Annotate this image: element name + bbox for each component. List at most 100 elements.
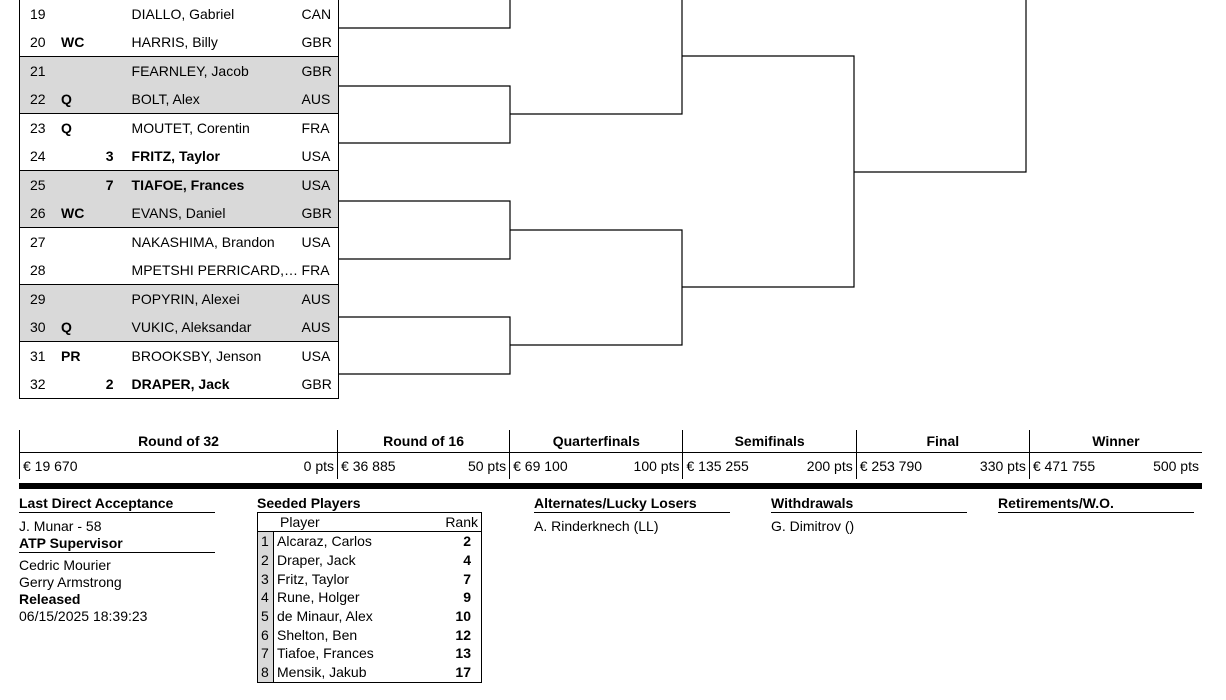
entry-status: Q	[61, 313, 98, 342]
seed-number: 8	[257, 662, 274, 682]
seeded-player-rank: 10	[455, 608, 471, 625]
seed-number	[97, 284, 118, 313]
entry-status	[61, 56, 98, 85]
seed-number: 3	[257, 569, 274, 589]
prize-money-value: € 135 255	[686, 458, 749, 474]
entry-status	[61, 284, 98, 313]
draw-number: 29	[19, 284, 62, 313]
draw-number: 32	[30, 376, 46, 392]
draw-number: 25	[19, 170, 62, 199]
acceptance-block: Last Direct Acceptance J. Munar - 58 ATP…	[19, 495, 215, 625]
seeded-player-name: Alcaraz, Carlos	[277, 533, 372, 550]
seed-number: 4	[257, 588, 274, 607]
released-label: Released	[19, 591, 81, 607]
bracket-r16-b	[339, 85, 511, 144]
player-country: USA	[301, 148, 331, 164]
seed-number	[97, 85, 118, 114]
draw-number: 27	[19, 227, 62, 256]
entry-status: WC	[61, 199, 98, 228]
player-country: USA	[301, 341, 339, 370]
prize-round-label: Quarterfinals	[509, 430, 683, 453]
seed-number: 6	[257, 625, 274, 645]
last-direct-acceptance-value: J. Munar - 58	[19, 518, 102, 534]
player-name: BROOKSBY, Jenson	[117, 341, 302, 370]
seed-number: 7	[257, 644, 274, 663]
retirements-block: Retirements/W.O.	[998, 495, 1194, 513]
player-country: USA	[301, 170, 339, 199]
bracket-r16-c	[339, 200, 511, 260]
seeded-player-rank: 2	[463, 533, 471, 550]
withdrawal-item: G. Dimitrov ()	[771, 518, 855, 534]
supervisor-name: Cedric Mourier	[19, 557, 111, 573]
draw-number: 22	[19, 85, 62, 114]
alternate-item: A. Rinderknech (LL)	[534, 518, 659, 534]
seed-number: 1	[257, 531, 274, 551]
bracket-r16-a	[339, 0, 511, 29]
seeded-player-rank: 12	[455, 626, 471, 643]
retirements-heading: Retirements/W.O.	[998, 495, 1194, 513]
seeds-col-player: Player	[257, 512, 438, 532]
draw-number: 31	[19, 341, 62, 370]
prize-money-value: € 36 885	[341, 458, 396, 474]
prize-round-label: Round of 16	[337, 430, 510, 453]
draw-number: 26	[19, 199, 62, 228]
player-name: FEARNLEY, Jacob	[117, 56, 302, 85]
player-country: AUS	[301, 85, 339, 114]
ranking-points-value: 330 pts	[979, 458, 1026, 474]
seeded-player-rank: 4	[463, 552, 471, 569]
divider-rule	[19, 483, 1202, 489]
prize-round-label: Final	[855, 430, 1030, 453]
player-country: GBR	[301, 199, 339, 228]
last-direct-acceptance-heading: Last Direct Acceptance	[19, 495, 215, 513]
player-country: FRA	[301, 113, 339, 142]
player-country: AUS	[301, 284, 339, 313]
seed-number: 2	[105, 376, 114, 392]
seeded-player-name: de Minaur, Alex	[277, 608, 373, 625]
player-name: NAKASHIMA, Brandon	[117, 227, 302, 256]
seed-number: 7	[97, 170, 118, 199]
seeded-player-name: Draper, Jack	[277, 552, 356, 569]
bracket-r16-d	[339, 316, 511, 375]
draw-number: 24	[30, 148, 46, 164]
player-name: BOLT, Alex	[117, 85, 302, 114]
player-country: CAN	[301, 6, 332, 22]
player-country: GBR	[301, 34, 332, 50]
seed-number	[97, 313, 118, 342]
seeded-player-rank: 13	[455, 645, 471, 662]
prize-money-value: € 19 670	[23, 458, 78, 474]
alternates-block: Alternates/Lucky Losers A. Rinderknech (…	[534, 495, 730, 535]
released-value: 06/15/2025 18:39:23	[19, 608, 148, 624]
bracket-qf-a	[510, 0, 683, 115]
seed-number	[97, 341, 118, 370]
prize-round-label: Round of 32	[18, 430, 338, 453]
player-name: MOUTET, Corentin	[117, 113, 302, 142]
seeded-player-rank: 7	[463, 570, 471, 587]
player-country: GBR	[301, 376, 332, 392]
draw-number: 21	[19, 56, 62, 85]
bracket-final-a	[854, 0, 1027, 173]
seed-number: 2	[257, 550, 274, 570]
player-name: TIAFOE, Frances	[117, 170, 302, 199]
player-name: EVANS, Daniel	[117, 199, 302, 228]
draw-number: 28	[30, 262, 46, 278]
withdrawals-heading: Withdrawals	[771, 495, 967, 513]
ranking-points-value: 500 pts	[1153, 458, 1199, 474]
draw-number: 30	[19, 313, 62, 342]
